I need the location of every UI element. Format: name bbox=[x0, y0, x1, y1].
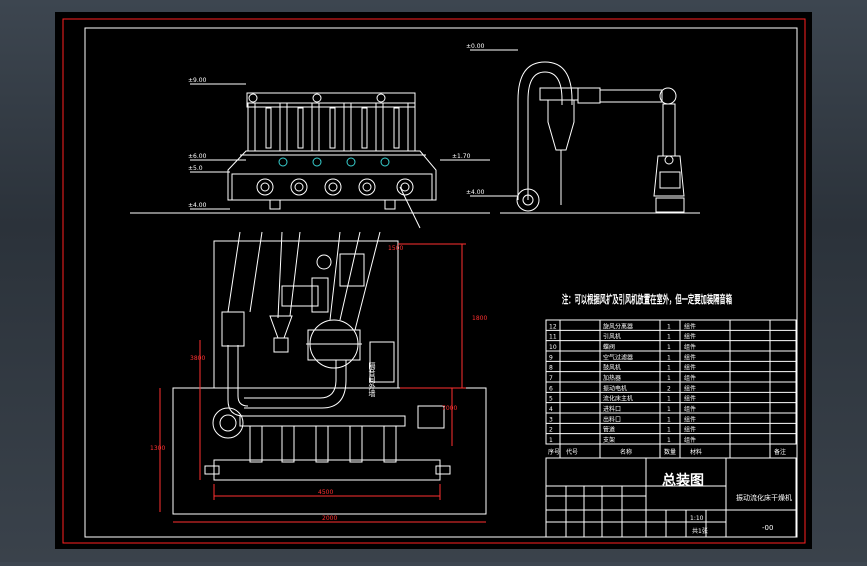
part-name: 振动电机 bbox=[603, 384, 627, 392]
table-header-cell: 序号 bbox=[548, 448, 560, 456]
part-material: 组件 bbox=[684, 353, 696, 361]
part-name: 空气过滤器 bbox=[603, 353, 633, 361]
part-material: 组件 bbox=[684, 395, 696, 403]
part-name: 流化床主机 bbox=[603, 395, 633, 403]
part-name: 管道 bbox=[603, 426, 615, 434]
part-name: 支架 bbox=[603, 436, 615, 444]
part-qty: 2 bbox=[667, 385, 671, 392]
dimension-label: 1500 bbox=[388, 245, 403, 252]
part-qty: 1 bbox=[667, 416, 671, 423]
part-name: 出料口 bbox=[603, 415, 621, 423]
part-name: 旋风分离器 bbox=[603, 322, 633, 330]
elevation-label: ±9.00 bbox=[188, 77, 207, 84]
part-material: 组件 bbox=[684, 436, 696, 444]
part-number: 6 bbox=[549, 385, 553, 392]
part-material: 组件 bbox=[684, 384, 696, 392]
dimension-label: 1300 bbox=[150, 445, 165, 452]
part-qty: 1 bbox=[667, 375, 671, 382]
part-number: 12 bbox=[549, 323, 557, 330]
table-header-cell: 代号 bbox=[566, 448, 578, 456]
part-number: 10 bbox=[549, 344, 557, 351]
drawing-number: -00 bbox=[762, 524, 773, 532]
plan-view bbox=[172, 231, 487, 515]
plan-dimensions bbox=[159, 243, 486, 523]
parts-table bbox=[545, 319, 797, 458]
part-qty: 1 bbox=[667, 323, 671, 330]
dimension-label: 7000 bbox=[442, 405, 457, 412]
part-qty: 1 bbox=[667, 344, 671, 351]
part-material: 组件 bbox=[684, 322, 696, 330]
part-qty: 1 bbox=[667, 354, 671, 361]
part-material: 组件 bbox=[684, 364, 696, 372]
part-number: 2 bbox=[549, 427, 553, 434]
part-material: 组件 bbox=[684, 343, 696, 351]
dimension-label: 3800 bbox=[190, 355, 205, 362]
elevation-label: ±5.0 bbox=[188, 165, 203, 172]
table-header-cell: 备注 bbox=[774, 448, 786, 456]
title-block-title: 总装图 bbox=[662, 472, 704, 489]
table-header-cell: 材料 bbox=[690, 448, 702, 456]
elevation-view bbox=[130, 83, 490, 229]
elevation-label: ±4.00 bbox=[466, 189, 485, 196]
scale-label: 1:10 bbox=[690, 515, 704, 522]
title-block bbox=[545, 457, 797, 538]
part-qty: 1 bbox=[667, 427, 671, 434]
table-header-cell: 名称 bbox=[620, 448, 632, 456]
part-qty: 1 bbox=[667, 396, 671, 403]
elevation-label: ±4.00 bbox=[188, 202, 207, 209]
part-name: 鼓风机 bbox=[603, 364, 621, 372]
part-material: 组件 bbox=[684, 426, 696, 434]
part-name: 引风机 bbox=[603, 333, 621, 341]
part-material: 组件 bbox=[684, 333, 696, 341]
part-name: 进料口 bbox=[603, 405, 621, 413]
part-material: 组件 bbox=[684, 405, 696, 413]
part-material: 组件 bbox=[684, 374, 696, 382]
control-box-label: 隔音间外墙 bbox=[368, 361, 376, 398]
part-qty: 1 bbox=[667, 437, 671, 444]
part-number: 7 bbox=[549, 375, 553, 382]
part-number: 9 bbox=[549, 354, 553, 361]
part-qty: 1 bbox=[667, 406, 671, 413]
part-qty: 1 bbox=[667, 334, 671, 341]
part-number: 5 bbox=[549, 396, 553, 403]
part-number: 1 bbox=[549, 437, 553, 444]
dimension-label: 2000 bbox=[322, 515, 337, 522]
sheet-border-red bbox=[62, 18, 806, 544]
part-name: 加热器 bbox=[603, 374, 621, 382]
dimension-label: 4500 bbox=[318, 489, 333, 496]
elevation-label: ±6.00 bbox=[188, 153, 207, 160]
table-header-cell: 数量 bbox=[664, 448, 676, 456]
part-name: 蝶阀 bbox=[603, 343, 615, 351]
part-material: 组件 bbox=[684, 415, 696, 423]
product-name: 振动流化床干燥机 bbox=[736, 493, 792, 502]
dimension-label: 1800 bbox=[472, 315, 487, 322]
part-qty: 1 bbox=[667, 365, 671, 372]
sheet-frame bbox=[84, 27, 798, 538]
part-number: 3 bbox=[549, 416, 553, 423]
sheet-background bbox=[55, 12, 812, 549]
elevation-label: ±0.00 bbox=[466, 43, 485, 50]
part-number: 4 bbox=[549, 406, 553, 413]
part-number: 11 bbox=[549, 334, 557, 341]
part-number: 8 bbox=[549, 365, 553, 372]
sheet-label: 共1张 bbox=[692, 527, 708, 535]
elevation-label: ±1.70 bbox=[452, 153, 471, 160]
drawing-note: 注：可以根据风扩及引风机放置在室外，但一定要加装隔音箱 bbox=[562, 292, 732, 306]
cyclone-view bbox=[470, 49, 700, 214]
